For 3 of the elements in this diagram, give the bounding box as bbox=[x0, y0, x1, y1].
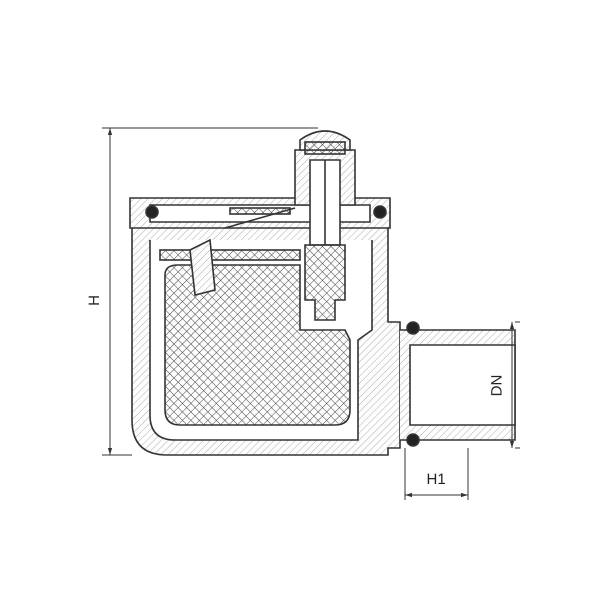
dimension-label: H1 bbox=[426, 472, 446, 487]
dimension-label: H bbox=[86, 294, 102, 306]
dimension-label: DN bbox=[489, 374, 504, 396]
